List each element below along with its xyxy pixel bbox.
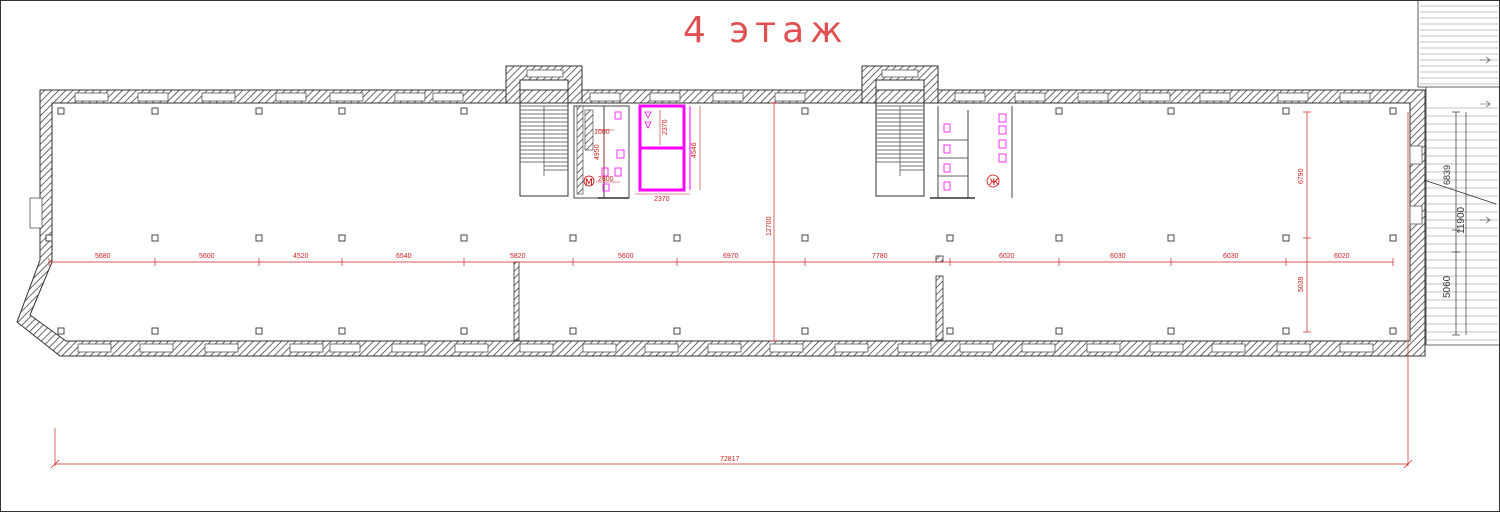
window-east-1 [1409,145,1423,165]
dim-east-vertical [1303,111,1311,333]
dim-lift-h: 4546 [691,142,698,158]
dim-h-1: 5680 [95,253,111,260]
annex-building [1417,1,1500,346]
dim-h-2: 5600 [199,253,215,260]
dim-h-12: 6020 [1334,253,1350,260]
women-mark-circle [986,174,1000,188]
men-mark-circle [583,175,595,187]
women-mark: Ж [989,178,999,188]
dim-h-11: 6030 [1223,253,1239,260]
dim-total-label: 72817 [720,456,740,463]
dim-h-7: 6970 [723,253,739,260]
columns [45,107,1397,335]
column-small [935,255,944,263]
wc-men: М 1000 4950 2600 [573,105,630,199]
partition-west [513,261,520,341]
windows-top [74,92,1371,102]
dim-h-9: 6020 [999,253,1015,260]
wc-women: Ж [930,106,1013,199]
dim-span-height-label: 12700 [766,216,773,236]
partition-east [935,275,944,341]
dim-lift-w-bottom: 2370 [654,196,670,203]
dim-chain-labels: 5680 5600 4520 6540 5820 5600 6970 7780 … [95,253,1350,260]
dim-h-6: 5600 [618,253,634,260]
dim-span-height [770,102,778,342]
dim-annex-upper: 6839 [1442,165,1452,185]
dim-annex-lower: 5060 [1442,275,1453,298]
dim-h-10: 6030 [1110,253,1126,260]
dim-east-lower: 5039 [1298,276,1305,292]
dim-total [50,112,1413,469]
window-east-2 [1409,205,1423,225]
window-west [29,197,43,229]
dim-lift-w-top: 2370 [662,119,669,135]
dim-annex-vertical [1452,111,1467,336]
windows-bottom [77,343,1374,353]
floor-title: 4 этаж [683,10,849,51]
stair-tower-west [505,65,583,197]
dim-wc-w2: 2600 [598,176,614,183]
building-outer-wall [16,89,1426,357]
dim-wc-h1: 4950 [594,144,601,160]
dim-h-8: 7780 [872,253,888,260]
dim-wc-w1: 1000 [594,129,610,136]
dim-chain-horizontal [48,258,1394,266]
dim-h-3: 4520 [293,253,309,260]
dim-h-4: 6540 [396,253,412,260]
men-mark: М [585,178,593,188]
dim-h-5: 5820 [510,253,526,260]
stair-tower-east [861,65,939,197]
dim-east-upper: 6790 [1298,168,1305,184]
dim-annex-mid: 11900 [1456,206,1467,234]
lift-shaft: 2370 4546 2370 [635,104,701,203]
